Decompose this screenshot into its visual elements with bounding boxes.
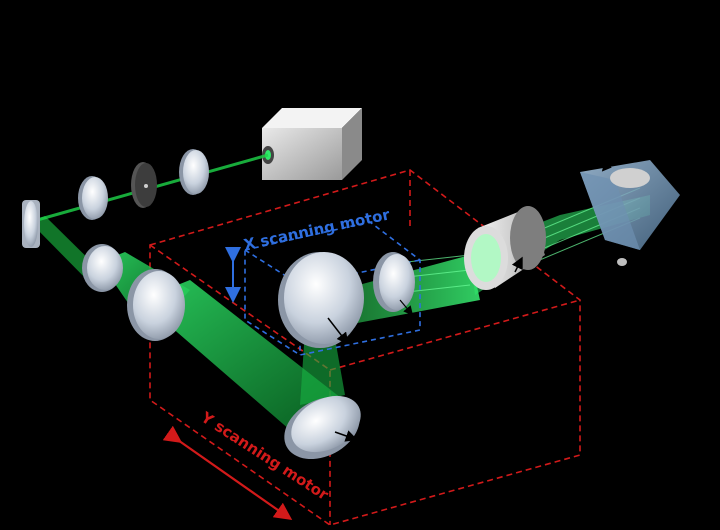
y-scanning-mirror xyxy=(284,395,361,460)
lens-5 xyxy=(373,252,415,316)
lens-2 xyxy=(179,149,209,195)
lens-4 xyxy=(127,269,185,341)
laser-source xyxy=(262,108,362,180)
y-stage-box xyxy=(149,169,581,526)
lens-3 xyxy=(82,244,123,292)
x-scanning-mirror xyxy=(278,252,364,348)
y-motor-arrow xyxy=(162,425,293,521)
fold-mirror xyxy=(22,200,40,248)
sample-crystal xyxy=(580,159,680,266)
pinhole-aperture xyxy=(131,162,157,208)
objective-lens xyxy=(464,206,546,290)
lens-1 xyxy=(78,176,108,220)
x-motor-label: X scanning motor xyxy=(242,205,392,254)
